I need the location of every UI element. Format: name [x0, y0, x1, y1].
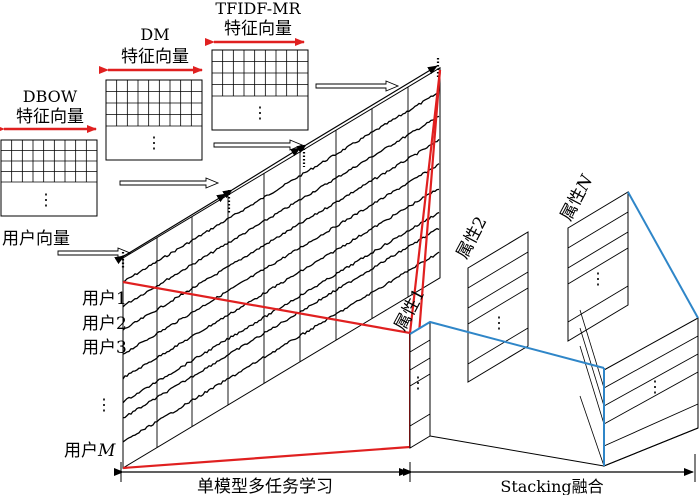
tfidf-title: TFIDF-MR — [215, 0, 301, 18]
dm-subtitle: 特征向量 — [121, 47, 189, 67]
panel-row-line — [467, 251, 529, 289]
panel-row-line — [567, 247, 629, 285]
output-depth-line — [579, 395, 605, 467]
blue-upper-line — [409, 320, 605, 369]
matrix-row-line — [122, 227, 440, 419]
dm-feature-block: DM 特征向量 ⋮ — [99, 25, 203, 161]
dbow-ellipsis: ⋮ — [38, 190, 54, 209]
hollow-arrow — [213, 139, 304, 151]
tfidf-feature-block: TFIDF-MR 特征向量 ⋮ — [205, 0, 309, 131]
dm-table — [105, 79, 203, 161]
dm-grid — [106, 80, 202, 127]
attr2-dots: ⋮ — [491, 313, 507, 332]
panel-row-line — [409, 373, 431, 387]
output-floor-edge — [429, 435, 605, 467]
panel-row-line — [567, 211, 629, 249]
matrix-row-line — [122, 138, 440, 331]
tfidf-ellipsis: ⋮ — [252, 103, 268, 122]
matrix-row-line — [122, 188, 440, 380]
panel-row-line — [567, 285, 629, 323]
user-vector-label: 用户向量 — [2, 229, 70, 249]
stacking-output-lines — [429, 309, 699, 467]
attr1-lines — [409, 339, 431, 427]
user-labels: 用户1 用户2 用户3 ⋮ 用户M — [64, 289, 127, 461]
dbow-grid — [1, 140, 97, 183]
attrN-dots: ⋮ — [590, 269, 606, 288]
user-feature-matrix — [122, 66, 441, 469]
panel-row-line — [409, 413, 431, 427]
tfidf-subtitle: 特征向量 — [224, 19, 292, 39]
attr2-label: 属性2 — [453, 213, 492, 262]
blue-projection — [409, 191, 699, 466]
stage-axis: 单模型多任务学习 Stacking融合 — [114, 454, 696, 495]
dm-title: DM — [140, 25, 169, 44]
stacking-label: Stacking融合 — [500, 477, 603, 495]
user-dots: ⋮ — [96, 395, 112, 414]
attr2-panel — [467, 231, 529, 383]
matrix-row-line — [122, 251, 440, 443]
attr2-lines — [467, 251, 529, 365]
output-depth-line — [579, 327, 605, 407]
matrix-row-line — [122, 163, 440, 355]
matrix-frame — [122, 66, 441, 469]
hollow-arrow — [315, 80, 400, 92]
output-bottom-edge — [603, 427, 699, 467]
attrN-lines — [567, 211, 629, 323]
dim-arrow-dm — [222, 147, 301, 199]
dot-markers — [121, 58, 440, 268]
blue-top-line — [627, 191, 699, 319]
single-model-label: 单模型多任务学习 — [197, 477, 333, 495]
output-row-line — [603, 335, 699, 389]
attr1-dots: ⋮ — [410, 373, 426, 392]
output-row-line — [603, 371, 699, 425]
dimension-arrows — [114, 58, 440, 268]
hollow-arrow — [119, 177, 220, 189]
output-row-line — [603, 403, 699, 447]
panel-row-line — [409, 357, 431, 371]
matrix-row-line — [122, 211, 440, 404]
dbow-subtitle: 特征向量 — [16, 107, 84, 127]
user-label-2: 用户2 — [82, 314, 127, 334]
panel-row-line — [567, 231, 629, 269]
output-depth-line — [579, 309, 605, 389]
dbow-title: DBOW — [23, 87, 78, 106]
dim-arrow-dbow — [114, 193, 227, 265]
output-dots: ⋮ — [647, 377, 663, 396]
output-depth-line — [579, 345, 605, 425]
dbow-feature-block: DBOW 特征向量 ⋮ — [0, 87, 98, 217]
output-row-line — [603, 353, 699, 407]
user-label-m: 用户M — [64, 441, 116, 461]
panel-row-line — [467, 271, 529, 309]
user-label-3: 用户3 — [82, 338, 127, 358]
dbow-table — [0, 139, 98, 217]
dm-ellipsis: ⋮ — [146, 133, 162, 152]
panel-row-line — [467, 287, 529, 325]
hollow-arrow — [57, 247, 132, 259]
user-label-1: 用户1 — [82, 289, 127, 309]
panel-row-line — [467, 327, 529, 365]
tfidf-grid — [212, 50, 308, 97]
panel-row-line — [409, 339, 431, 353]
dim-arrow-tfidf — [296, 65, 438, 154]
